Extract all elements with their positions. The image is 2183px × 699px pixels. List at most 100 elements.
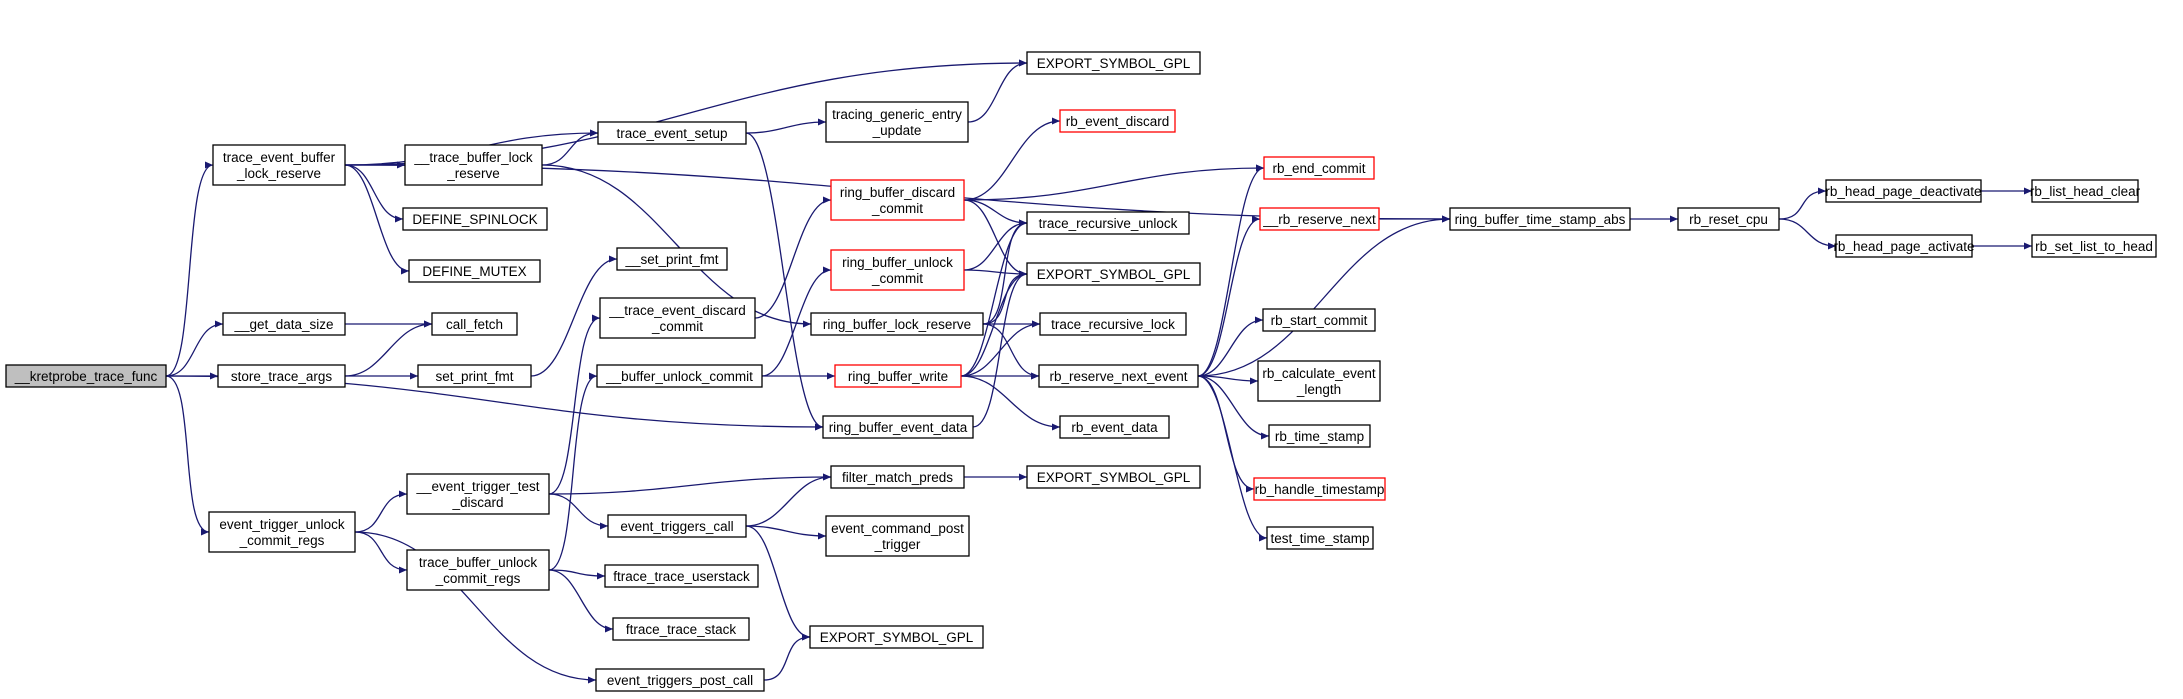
edge [982,323,1040,380]
node-label: EXPORT_SYMBOL_GPL [1037,56,1191,71]
node-label: ftrace_trace_userstack [613,569,750,584]
node-label: trace_recursive_lock [1051,317,1175,332]
node-rbhpd[interactable]: rb_head_page_deactivate [1825,179,1982,203]
node-esg_bot[interactable]: EXPORT_SYMBOL_GPL [809,625,984,649]
edge-rbrne-to-rbec [1197,164,1265,377]
node-rbht[interactable]: rb_handle_timestamp [1253,477,1386,501]
edge [548,314,601,495]
node-etd[interactable]: __event_trigger_test_discard [406,473,550,515]
node-rbuc[interactable]: ring_buffer_unlock_commit [830,249,965,291]
node-tes[interactable]: trace_event_setup [597,121,747,145]
node-tebl[interactable]: trace_event_buffer_lock_reserve [212,144,346,186]
node-fts[interactable]: ftrace_trace_userstack [604,564,759,588]
node-box [1259,207,1380,231]
node-esg_mid[interactable]: EXPORT_SYMBOL_GPL [1026,262,1201,286]
node-rbedata[interactable]: rb_event_data [1059,415,1170,439]
node-cfetch[interactable]: call_fetch [431,312,518,336]
node-sta[interactable]: store_trace_args [217,364,346,388]
node-gds[interactable]: __get_data_size [222,312,346,336]
edge [763,633,811,681]
edge-etc-to-ecpt [745,525,827,540]
edge-etc-to-esg_bot [745,525,811,641]
node-rbrne[interactable]: rb_reserve_next_event [1038,364,1199,388]
node-rbsc[interactable]: rb_start_commit [1262,308,1376,332]
node-label: event_trigger_unlock [219,517,345,532]
edge [1197,215,1261,377]
node-etucr[interactable]: event_trigger_unlock_commit_regs [208,511,356,553]
node-rbed[interactable]: ring_buffer_event_data [822,415,974,439]
node-rblr[interactable]: ring_buffer_lock_reserve [810,312,984,336]
node-label: __get_data_size [233,317,333,332]
edge [548,473,832,495]
node-esg_fmp[interactable]: EXPORT_SYMBOL_GPL [1026,465,1201,489]
edge-rbrne-to-rbtsa [1197,215,1451,377]
node-_spf[interactable]: __set_print_fmt [616,247,728,271]
edge [960,375,1061,431]
node-label: rb_head_page_deactivate [1825,184,1981,199]
node-box [1026,51,1201,75]
node-label: ftrace_trace_stack [626,622,737,637]
edge [1197,316,1264,377]
node-label: _reserve [446,166,500,181]
node-rbrc[interactable]: rb_reset_cpu [1677,207,1780,231]
node-rbw[interactable]: ring_buffer_write [834,364,962,388]
edge-etucr-to-tbucr [354,531,408,574]
node-tru[interactable]: trace_recursive_unlock [1026,211,1190,235]
node-box [616,247,728,271]
node-box [404,144,543,186]
node-label: _trigger [874,537,921,552]
node-tbl[interactable]: __trace_buffer_lock_reserve [404,144,543,186]
node-rbec[interactable]: rb_end_commit [1263,156,1375,180]
node-buc[interactable]: __buffer_unlock_commit [596,364,763,388]
node-dspin[interactable]: DEFINE_SPINLOCK [402,207,548,231]
node-label: __event_trigger_test [415,479,539,494]
node-box [822,415,974,439]
node-rbcel[interactable]: rb_calculate_event_length [1257,360,1381,402]
edge-rbrne-to-rbsc [1197,316,1264,377]
node-tgeu[interactable]: tracing_generic_entry_update [825,101,969,143]
node-box [408,259,541,283]
node-etpc[interactable]: event_triggers_post_call [595,668,765,692]
node-spf[interactable]: set_print_fmt [417,364,532,388]
edge-rbw-to-rbedata [960,375,1061,431]
edge-tes-to-tgeu [745,118,827,134]
edge [1197,164,1265,377]
node-rbtsa[interactable]: ring_buffer_time_stamp_abs [1449,207,1631,231]
node-box [1026,211,1190,235]
node-ftst[interactable]: ftrace_trace_stack [612,617,750,641]
node-dmutex[interactable]: DEFINE_MUTEX [408,259,541,283]
edge [761,266,832,377]
node-etc[interactable]: event_triggers_call [607,514,747,538]
node-rrn[interactable]: __rb_reserve_next [1259,207,1380,231]
node-rblhc[interactable]: rb_list_head_clear [2030,179,2141,203]
node-box [1257,360,1381,402]
node-box [1038,364,1199,388]
node-esg_top[interactable]: EXPORT_SYMBOL_GPL [1026,51,1201,75]
edge [1197,375,1270,440]
node-box [599,297,756,339]
node-box [810,312,984,336]
node-ecpt[interactable]: event_command_post_trigger [825,515,970,557]
edge-kretprobe-to-etucr [165,375,210,536]
edge [745,473,832,527]
node-tbucr[interactable]: trace_buffer_unlock_commit_regs [406,549,550,591]
node-box [596,364,763,388]
edge [754,196,832,319]
node-kretprobe: __kretprobe_trace_func [5,364,167,388]
node-rbhpa[interactable]: rb_head_page_activate [1833,234,1975,258]
edge-rbdc-to-rbdisc [963,117,1061,201]
edge-buc-to-rbuc [761,266,832,377]
node-ted[interactable]: __trace_event_discard_commit [599,297,756,339]
node-label: rb_event_data [1071,420,1158,435]
node-rbdisc[interactable]: rb_event_discard [1059,109,1176,133]
node-fmp[interactable]: filter_match_preds [830,465,965,489]
node-rbdc[interactable]: ring_buffer_discard_commit [830,179,965,221]
node-label: rb_handle_timestamp [1255,482,1385,497]
node-tts[interactable]: test_time_stamp [1266,526,1374,550]
node-box [208,511,356,553]
node-trl[interactable]: trace_recursive_lock [1039,312,1187,336]
node-label: __rb_reserve_next [1262,212,1376,227]
node-label: ring_buffer_time_stamp_abs [1455,212,1626,227]
node-rbslh[interactable]: rb_set_list_to_head [2031,234,2157,258]
node-rbts[interactable]: rb_time_stamp [1268,424,1371,448]
